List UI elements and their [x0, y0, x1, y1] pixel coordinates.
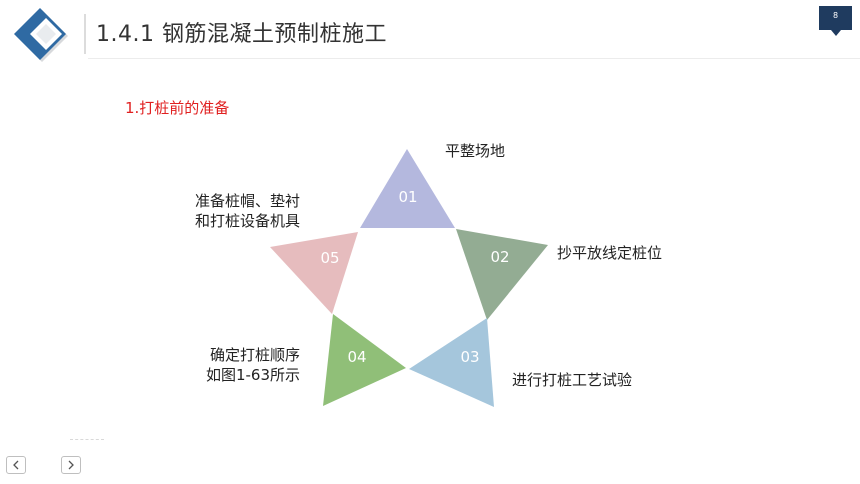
step-04-label-line1: 确定打桩顺序	[209, 346, 300, 364]
header-divider	[88, 58, 860, 59]
logo-icon	[14, 8, 68, 62]
step-04-number: 04	[347, 348, 366, 366]
step-04-triangle: 04	[323, 314, 406, 406]
chevron-left-icon	[13, 460, 19, 470]
step-04-label: 确定打桩顺序 如图1-63所示	[176, 345, 300, 385]
step-05-label: 准备桩帽、垫衬 和打桩设备机具	[166, 191, 300, 231]
step-01-triangle: 01	[360, 149, 455, 228]
step-05-label-line2: 和打桩设备机具	[194, 212, 300, 230]
step-03-number: 03	[460, 348, 479, 366]
step-04-label-line2: 如图1-63所示	[205, 366, 300, 384]
step-05-number: 05	[320, 249, 339, 267]
step-03-label: 进行打桩工艺试验	[512, 371, 633, 389]
step-02-triangle: 02	[456, 229, 548, 320]
step-05-label-line1: 准备桩帽、垫衬	[194, 192, 300, 210]
step-01-number: 01	[398, 188, 417, 206]
step-05-triangle: 05	[270, 232, 358, 314]
next-slide-button[interactable]	[61, 456, 81, 474]
title-separator	[84, 14, 86, 54]
step-03-triangle: 03	[409, 318, 494, 407]
page-number-badge: 8	[819, 6, 852, 36]
step-02-label: 抄平放线定桩位	[557, 244, 663, 262]
step-02-number: 02	[490, 248, 509, 266]
section-heading: 1.打桩前的准备	[125, 99, 230, 117]
divider-dots	[70, 439, 104, 441]
page-title: 1.4.1 钢筋混凝土预制桩施工	[96, 22, 387, 47]
chevron-right-icon	[68, 460, 74, 470]
step-01-label: 平整场地	[445, 142, 506, 160]
prev-slide-button[interactable]	[6, 456, 26, 474]
